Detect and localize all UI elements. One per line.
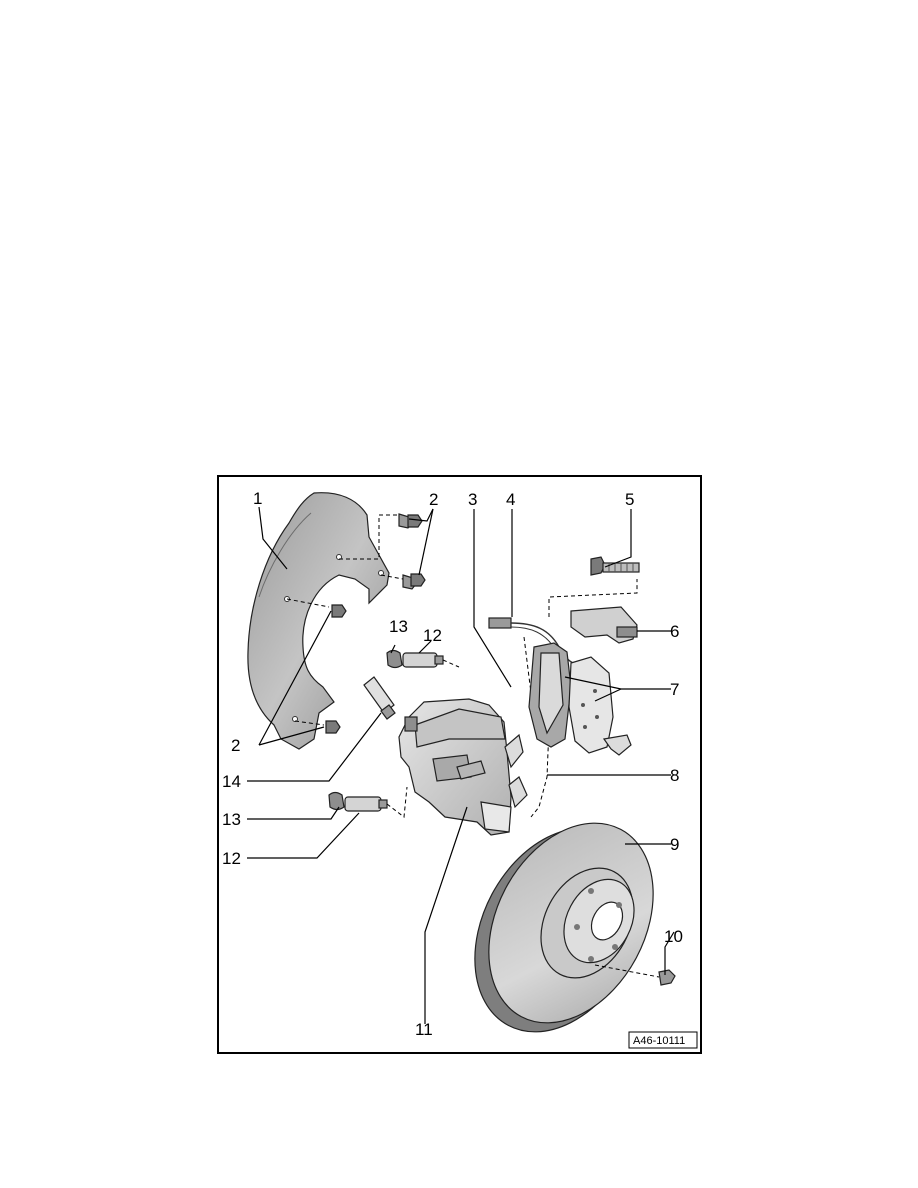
callout-9: 9	[670, 835, 679, 854]
callout-2-bottom: 2	[231, 736, 240, 755]
brake-carrier	[504, 636, 550, 818]
lower-guide-bolt-set	[328, 786, 408, 818]
reference-code-box: A46-10111	[628, 1031, 698, 1049]
brake-disc	[474, 822, 654, 1033]
callout-8: 8	[670, 766, 679, 785]
leader-lines	[247, 506, 675, 1024]
upper-guide-bolt-set	[386, 649, 460, 669]
callout-6: 6	[670, 622, 679, 641]
callout-5: 5	[625, 490, 634, 509]
callout-14: 14	[222, 772, 241, 791]
disc-screw	[594, 964, 676, 986]
brake-diagram-frame: 1 2 2 3 4 5 6 7 8 9 10 11 12 12 13 13 14…	[217, 475, 702, 1054]
shield-bolts	[286, 513, 426, 734]
caliper-bolt	[590, 556, 640, 576]
splash-shield	[247, 492, 390, 750]
callout-13-top: 13	[389, 617, 408, 636]
callout-1: 1	[253, 489, 262, 508]
callout-7: 7	[670, 680, 679, 699]
callout-4: 4	[506, 490, 515, 509]
brake-pads	[528, 642, 632, 756]
callout-labels: 1 2 2 3 4 5 6 7 8 9 10 11 12 12 13 13 14	[222, 489, 683, 1039]
callout-12-bottom: 12	[222, 849, 241, 868]
reference-code: A46-10111	[633, 1035, 685, 1047]
callout-10: 10	[664, 927, 683, 946]
callout-12-top: 12	[423, 626, 442, 645]
brake-exploded-view: 1 2 2 3 4 5 6 7 8 9 10 11 12 12 13 13 14…	[222, 489, 698, 1049]
guide-cap	[363, 676, 396, 720]
callout-3: 3	[468, 490, 477, 509]
callout-13-bottom: 13	[222, 810, 241, 829]
callout-11: 11	[415, 1020, 433, 1039]
callout-2-top: 2	[429, 490, 438, 509]
caliper-housing	[398, 698, 512, 836]
caliper-bracket	[548, 579, 638, 644]
